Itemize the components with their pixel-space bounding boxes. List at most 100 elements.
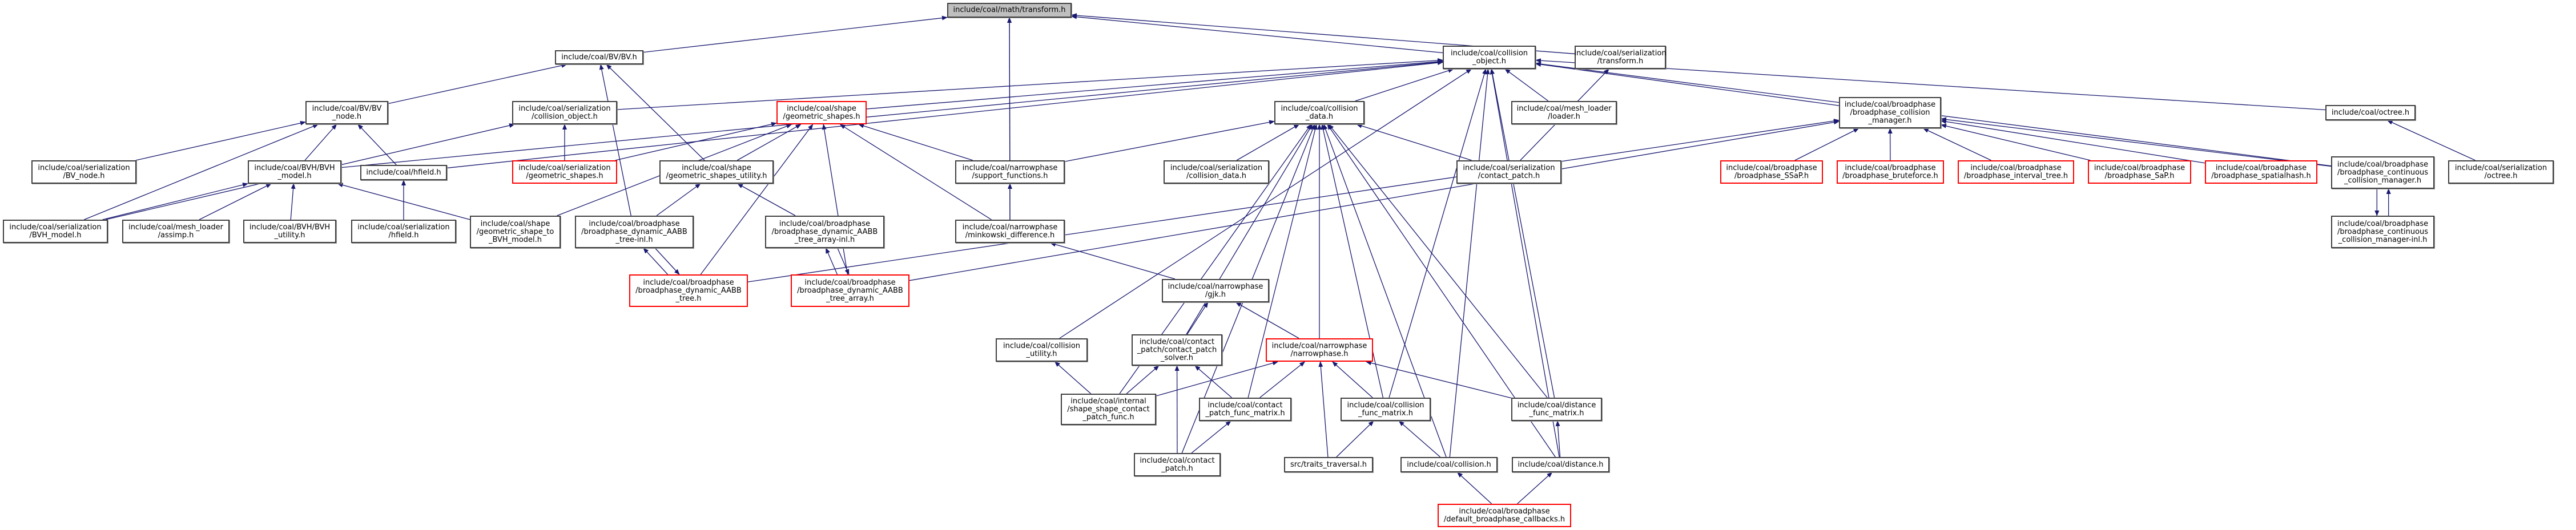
graph-node-collision-func-matrix[interactable]: include/coal/collision _func_matrix.h xyxy=(1341,398,1431,421)
node-label: include/coal/broadphase /broadphase_brut… xyxy=(1842,163,1938,180)
node-label: include/coal/internal /shape_shape_conta… xyxy=(1067,397,1150,422)
graph-node-bp-ccm-inl[interactable]: include/coal/broadphase /broadphase_cont… xyxy=(2331,216,2434,248)
graph-node-bv[interactable]: include/coal/BV/BV.h xyxy=(555,50,643,64)
graph-node-bp-spatialhash[interactable]: include/coal/broadphase /broadphase_spat… xyxy=(2205,160,2317,184)
graph-node-narrowphase[interactable]: include/coal/narrowphase /narrowphase.h xyxy=(1266,338,1373,362)
graph-node-ser-hfield[interactable]: include/coal/serialization /hfield.h xyxy=(351,220,456,243)
node-label: src/traits_traversal.h xyxy=(1290,460,1367,469)
edge-ss-cp-func-to-cp-solver xyxy=(1126,365,1160,394)
edge-traits-traversal-to-collision-func-matrix xyxy=(1336,420,1374,458)
node-label: include/coal/narrowphase /support_functi… xyxy=(962,163,1058,180)
edge-bv-node-to-bv xyxy=(388,63,567,104)
graph-node-bv-node[interactable]: include/coal/BV/BV _node.h xyxy=(305,101,388,124)
edge-gjk-to-minkowski xyxy=(1049,242,1176,280)
edge-cp-func-matrix-to-narrowphase xyxy=(1259,361,1306,398)
edge-distance-func-matrix-to-collision-object xyxy=(1490,68,1555,398)
edge-distance-to-distance-func-matrix xyxy=(1555,420,1561,458)
graph-node-support-functions[interactable]: include/coal/narrowphase /support_functi… xyxy=(955,160,1065,184)
edge-collision-utility-to-collision-object xyxy=(1059,68,1472,339)
graph-node-bvh-utility[interactable]: include/coal/BVH/BVH _utility.h xyxy=(243,220,336,243)
graph-node-ser-collision-object[interactable]: include/coal/serialization /collision_ob… xyxy=(512,101,617,124)
edge-bvh-model-to-bv-node xyxy=(304,124,337,161)
edge-ser-geometric-shapes-to-geometric-shapes xyxy=(615,122,777,161)
node-label: include/coal/collision _object.h xyxy=(1450,48,1528,66)
graph-node-collision[interactable]: include/coal/collision.h xyxy=(1400,457,1498,472)
edge-ser-bvh-model-to-bv-node xyxy=(84,124,319,220)
node-label: include/coal/broadphase /broadphase_SaP.… xyxy=(2094,163,2185,180)
graph-node-aabb-tree[interactable]: include/coal/broadphase /broadphase_dyna… xyxy=(629,274,748,307)
node-label: include/coal/collision _func_matrix.h xyxy=(1347,400,1424,418)
edge-narrowphase-to-gjk xyxy=(1235,302,1299,339)
node-label: include/coal/distance.h xyxy=(1518,460,1604,469)
graph-node-ser-geometric-shapes[interactable]: include/coal/serialization /geometric_sh… xyxy=(512,160,617,184)
edge-bvh-utility-to-bvh-model xyxy=(290,183,296,220)
graph-node-distance[interactable]: include/coal/distance.h xyxy=(1512,457,1609,472)
node-label: include/coal/broadphase /broadphase_cont… xyxy=(2337,160,2429,185)
edge-cp-func-matrix-to-cp-solver xyxy=(1194,365,1232,398)
edge-bp-spatialhash-to-broadphase-cm xyxy=(1941,119,2205,164)
edge-aabb-tree-inl-to-bv xyxy=(599,64,631,216)
graph-node-aabb-tree-array[interactable]: include/coal/broadphase /broadphase_dyna… xyxy=(791,274,909,307)
node-label: include/coal/serialization /BV_node.h xyxy=(38,163,130,180)
graph-node-gs-to-bvh[interactable]: include/coal/shape /geometric_shape_to _… xyxy=(470,216,561,248)
edge-collision-data-to-collision-object xyxy=(1355,68,1454,102)
graph-node-minkowski[interactable]: include/coal/narrowphase /minkowski_diff… xyxy=(955,220,1065,243)
edge-ser-bv-node-to-bv-node xyxy=(135,120,306,161)
edge-distance-func-matrix-to-collision-data xyxy=(1328,124,1548,398)
graph-node-mesh-loader-loader[interactable]: include/coal/mesh_loader /loader.h xyxy=(1511,101,1617,124)
graph-node-cp-func-matrix[interactable]: include/coal/contact _patch_func_matrix.… xyxy=(1199,398,1291,421)
node-label: include/coal/broadphase /default_broadph… xyxy=(1443,507,1565,524)
graph-node-ser-bvh-model[interactable]: include/coal/serialization /BVH_model.h xyxy=(3,220,108,243)
edge-cp-solver-to-gjk xyxy=(1186,302,1209,335)
graph-node-assimp[interactable]: include/coal/mesh_loader /assimp.h xyxy=(122,220,230,243)
edge-collision-to-collision-func-matrix xyxy=(1398,420,1440,458)
graph-node-cp-solver[interactable]: include/coal/contact _patch/contact_patc… xyxy=(1132,334,1222,366)
node-label: include/coal/math/transform.h xyxy=(953,6,1066,14)
node-label: include/coal/shape /geometric_shapes.h xyxy=(783,104,860,121)
graph-node-transform[interactable]: include/coal/math/transform.h xyxy=(947,3,1072,18)
graph-node-bp-bruteforce[interactable]: include/coal/broadphase /broadphase_brut… xyxy=(1837,160,1944,184)
edge-default-cb-to-distance xyxy=(1517,472,1553,504)
graph-node-aabb-tree-array-inl[interactable]: include/coal/broadphase /broadphase_dyna… xyxy=(765,216,884,248)
graph-node-traits-traversal[interactable]: src/traits_traversal.h xyxy=(1284,457,1373,472)
node-label: include/coal/contact _patch_func_matrix.… xyxy=(1205,400,1285,418)
edge-ser-contact-patch-to-collision-data xyxy=(1356,123,1472,161)
edge-ser-collision-object-to-collision-object xyxy=(617,58,1443,110)
graph-node-collision-object[interactable]: include/coal/collision _object.h xyxy=(1443,46,1536,69)
graph-node-gs-utility[interactable]: include/coal/shape /geometric_shapes_uti… xyxy=(659,160,774,184)
graph-node-default-cb[interactable]: include/coal/broadphase /default_broadph… xyxy=(1438,504,1571,527)
graph-node-ser-contact-patch[interactable]: include/coal/serialization /contact_patc… xyxy=(1456,160,1561,184)
graph-node-gjk[interactable]: include/coal/narrowphase /gjk.h xyxy=(1162,279,1269,302)
graph-node-contact-patch[interactable]: include/coal/contact _patch.h xyxy=(1134,453,1221,476)
graph-node-bp-ccm[interactable]: include/coal/broadphase /broadphase_cont… xyxy=(2331,156,2434,189)
graph-node-bp-sap[interactable]: include/coal/broadphase /broadphase_SaP.… xyxy=(2088,160,2191,184)
node-label: include/coal/broadphase /broadphase_cont… xyxy=(2337,219,2429,244)
graph-node-collision-utility[interactable]: include/coal/collision _utility.h xyxy=(996,338,1088,362)
graph-node-ser-transform[interactable]: include/coal/serialization /transform.h xyxy=(1574,46,1667,69)
graph-node-octree[interactable]: include/coal/octree.h xyxy=(2325,105,2416,120)
graph-node-ser-bv-node[interactable]: include/coal/serialization /BV_node.h xyxy=(31,160,136,184)
graph-node-ss-cp-func[interactable]: include/coal/internal /shape_shape_conta… xyxy=(1061,394,1156,425)
graph-node-bp-ssap[interactable]: include/coal/broadphase /broadphase_SSaP… xyxy=(1720,160,1823,184)
node-label: include/coal/collision _utility.h xyxy=(1003,341,1081,358)
edge-geometric-shapes-to-collision-object xyxy=(866,59,1443,110)
graph-node-ser-octree[interactable]: include/coal/serialization /octree.h xyxy=(2448,160,2554,184)
edge-ss-cp-func-to-collision-utility xyxy=(1054,361,1091,394)
edge-broadphase-cm-to-collision-object xyxy=(1535,62,1840,106)
edge-aabb-tree-array-inl-to-aabb-tree-array xyxy=(837,248,850,275)
graph-node-aabb-tree-inl[interactable]: include/coal/broadphase /broadphase_dyna… xyxy=(575,216,694,248)
edge-aabb-tree-array-to-aabb-tree-array-inl xyxy=(826,248,838,275)
graph-node-bp-interval[interactable]: include/coal/broadphase /broadphase_inte… xyxy=(1958,160,2074,184)
graph-node-collision-data[interactable]: include/coal/collision _data.h xyxy=(1274,101,1365,124)
graph-node-broadphase-cm[interactable]: include/coal/broadphase /broadphase_coll… xyxy=(1839,97,1941,128)
graph-node-hfield[interactable]: include/coal/hfield.h xyxy=(360,165,447,180)
graph-node-bvh-model[interactable]: include/coal/BVH/BVH _model.h xyxy=(248,160,341,184)
edge-minkowski-to-geometric-shapes xyxy=(839,124,992,220)
graph-node-geometric-shapes[interactable]: include/coal/shape /geometric_shapes.h xyxy=(776,101,867,124)
graph-node-ser-collision-data[interactable]: include/coal/serialization /collision_da… xyxy=(1164,160,1269,184)
edge-assimp-to-bvh-model xyxy=(199,183,272,220)
node-label: include/coal/serialization /geometric_sh… xyxy=(518,163,611,180)
node-label: include/coal/serialization /contact_patc… xyxy=(1463,163,1555,180)
node-label: include/coal/serialization /octree.h xyxy=(2454,163,2547,180)
graph-node-distance-func-matrix[interactable]: include/coal/distance _func_matrix.h xyxy=(1511,398,1602,421)
